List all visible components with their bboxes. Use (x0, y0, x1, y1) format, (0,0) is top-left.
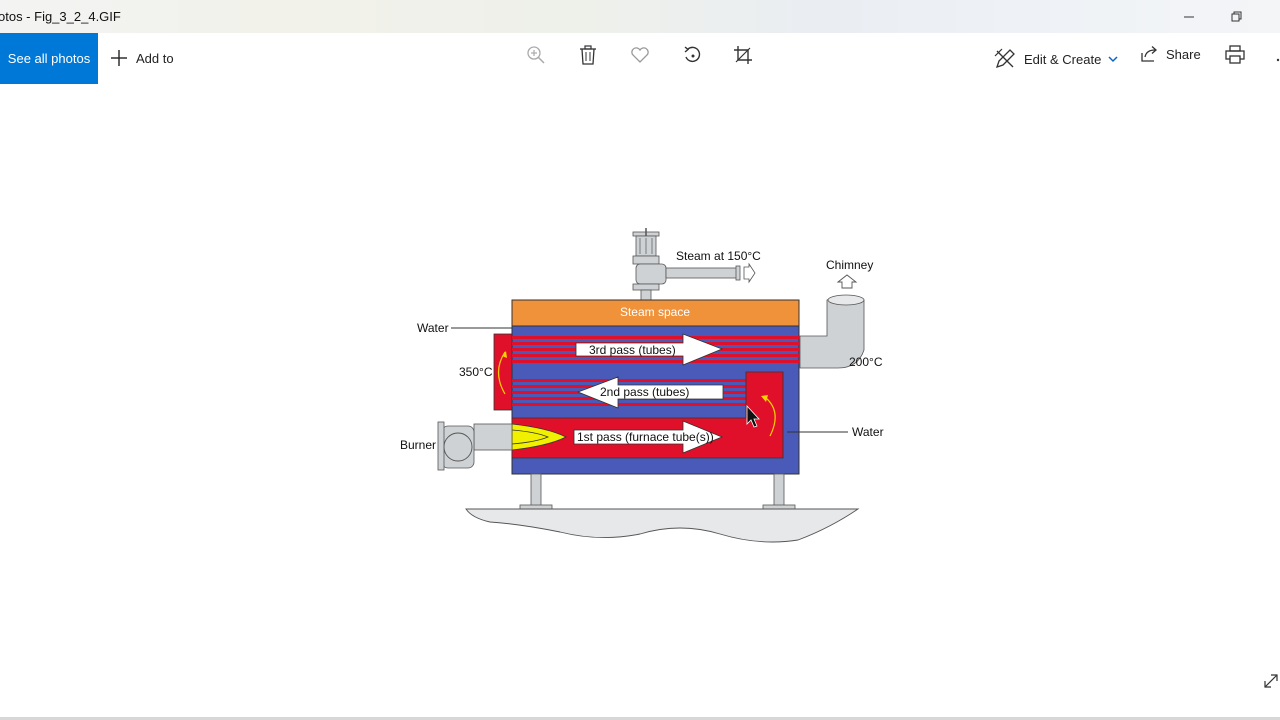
delete-button[interactable] (576, 43, 600, 67)
see-all-photos-button[interactable]: See all photos (0, 33, 98, 84)
water-left-label: Water (417, 321, 449, 335)
title-bar: otos - Fig_3_2_4.GIF (0, 0, 1280, 33)
edit-create-icon (994, 48, 1015, 69)
add-to-button[interactable]: Add to (110, 49, 174, 67)
share-button[interactable]: Share (1140, 45, 1201, 63)
toolbar: See all photos Add to Edit & Create Shar… (0, 33, 1280, 84)
second-pass-arrow (576, 376, 724, 409)
favorite-icon (631, 47, 649, 63)
boiler-supports (519, 473, 796, 510)
more-icon (1276, 58, 1280, 62)
front-smokebox (493, 333, 513, 411)
water-right-label: Water (852, 425, 884, 439)
zoom-button[interactable] (524, 43, 548, 67)
zoom-icon (527, 46, 545, 64)
add-to-label: Add to (136, 50, 174, 66)
edit-create-label: Edit & Create (1024, 51, 1102, 67)
expand-icon (1264, 674, 1278, 688)
crop-icon (734, 46, 752, 64)
more-button[interactable] (1268, 43, 1280, 67)
restore-icon (1231, 11, 1242, 21)
restore-button[interactable] (1214, 0, 1260, 33)
third-pass-arrow (575, 333, 724, 366)
edit-create-button[interactable]: Edit & Create (994, 48, 1119, 70)
steam-valve (632, 228, 756, 301)
mouse-cursor (746, 404, 760, 428)
temp-200-label: 200°C (849, 355, 883, 369)
print-icon (1225, 45, 1245, 64)
share-icon (1141, 46, 1157, 62)
minimize-icon (1184, 16, 1194, 17)
minimize-button[interactable] (1166, 0, 1212, 33)
steam-space-label: Steam space (620, 305, 690, 319)
chimney (799, 274, 865, 369)
first-pass-label: 1st pass (furnace tube(s)) (577, 430, 714, 444)
ground (465, 508, 860, 543)
fullscreen-button[interactable] (1262, 672, 1280, 692)
plus-icon (111, 50, 127, 66)
delete-icon (580, 45, 596, 65)
favorite-button[interactable] (628, 43, 652, 67)
print-button[interactable] (1223, 43, 1247, 67)
crop-button[interactable] (731, 43, 755, 67)
bottom-border (0, 717, 1280, 720)
rotate-icon (684, 46, 701, 63)
steam-out-label: Steam at 150°C (676, 249, 761, 263)
burner-flame (511, 423, 567, 451)
third-pass-label: 3rd pass (tubes) (589, 343, 676, 357)
burner-label: Burner (400, 438, 436, 452)
chevron-down-icon (1108, 56, 1118, 63)
chimney-label: Chimney (826, 258, 873, 272)
steam-space (511, 299, 800, 327)
rotate-button[interactable] (680, 43, 704, 67)
first-pass-arrow (573, 420, 724, 454)
window-title: otos - Fig_3_2_4.GIF (0, 9, 121, 24)
share-label: Share (1166, 46, 1201, 62)
temp-350-label: 350°C (459, 365, 493, 379)
burner-unit (437, 421, 513, 471)
second-pass-label: 2nd pass (tubes) (600, 385, 689, 399)
